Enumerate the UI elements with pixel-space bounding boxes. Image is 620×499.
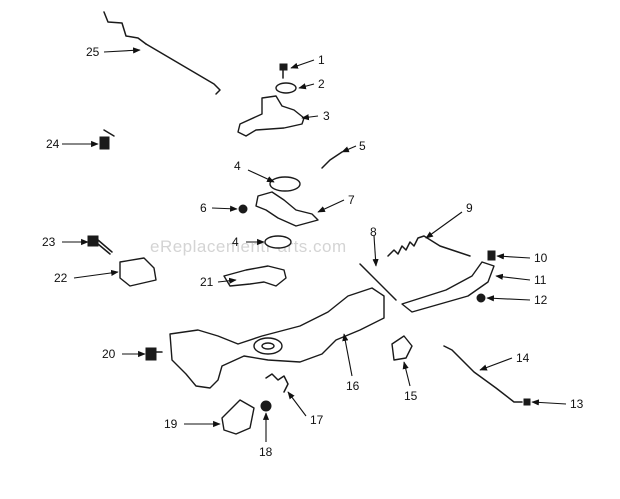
- part-7-lever: [255, 191, 319, 227]
- callout-4-lower: 4: [232, 235, 265, 249]
- svg-text:1: 1: [318, 53, 325, 67]
- svg-text:10: 10: [534, 251, 548, 265]
- svg-text:4: 4: [234, 159, 241, 173]
- callout-11: 11: [495, 273, 547, 287]
- callout-19: 19: [164, 417, 221, 431]
- svg-text:14: 14: [516, 351, 530, 365]
- svg-text:9: 9: [466, 201, 473, 215]
- svg-text:16: 16: [346, 379, 360, 393]
- part-4-washer-upper: [269, 176, 301, 192]
- part-8-rod: [359, 263, 397, 301]
- part-13-screw: [523, 398, 531, 406]
- part-21-lever-plate: [223, 265, 287, 287]
- callout-10: 10: [496, 251, 548, 265]
- callout-1: 1: [290, 53, 325, 69]
- callout-6: 6: [200, 201, 238, 215]
- svg-text:19: 19: [164, 417, 178, 431]
- svg-text:24: 24: [46, 137, 60, 151]
- part-22-clamp: [119, 257, 157, 287]
- callout-8: 8: [370, 225, 379, 267]
- svg-text:20: 20: [102, 347, 116, 361]
- svg-text:21: 21: [200, 275, 214, 289]
- part-2-washer: [275, 82, 297, 94]
- callout-7: 7: [317, 193, 355, 213]
- callout-25: 25: [86, 45, 141, 59]
- svg-text:6: 6: [200, 201, 207, 215]
- callout-13: 13: [531, 397, 584, 411]
- part-5-spring: [321, 151, 343, 169]
- part-10-screw: [487, 250, 496, 261]
- svg-text:17: 17: [310, 413, 324, 427]
- callout-14: 14: [479, 351, 530, 371]
- svg-text:3: 3: [323, 109, 330, 123]
- part-3-bracket: [237, 95, 305, 137]
- svg-text:7: 7: [348, 193, 355, 207]
- svg-text:4: 4: [232, 235, 239, 249]
- svg-text:12: 12: [534, 293, 548, 307]
- svg-text:5: 5: [359, 139, 366, 153]
- callout-12: 12: [486, 293, 548, 307]
- part-20-bolt: [145, 347, 163, 361]
- part-17-spring: [265, 373, 289, 393]
- callout-16: 16: [342, 333, 360, 393]
- svg-text:11: 11: [534, 273, 547, 287]
- svg-text:8: 8: [370, 225, 377, 239]
- part-9-spring: [387, 235, 471, 257]
- part-12-nut: [476, 293, 486, 303]
- callout-22: 22: [54, 269, 119, 285]
- svg-text:2: 2: [318, 77, 325, 91]
- callout-24: 24: [46, 137, 99, 151]
- part-6-nut: [238, 204, 248, 214]
- callout-4-upper: 4: [234, 159, 275, 183]
- svg-text:18: 18: [259, 445, 273, 459]
- callout-5: 5: [341, 139, 366, 153]
- part-15-clip: [391, 335, 413, 361]
- svg-text:22: 22: [54, 271, 68, 285]
- callout-2: 2: [298, 77, 325, 91]
- svg-text:23: 23: [42, 235, 56, 249]
- svg-text:25: 25: [86, 45, 100, 59]
- part-18-nut: [260, 400, 272, 412]
- callout-23: 23: [42, 235, 89, 249]
- watermark-text: eReplacementParts.com: [150, 237, 347, 256]
- callout-17: 17: [287, 391, 324, 427]
- part-4-washer-lower: [264, 235, 292, 249]
- part-23-bolt: [87, 235, 113, 255]
- part-1-screw: [279, 63, 288, 79]
- part-14-rod: [443, 345, 523, 403]
- callouts: 25 1 2 3 24 5 4 7: [42, 45, 584, 459]
- main-bracket-hole: [261, 342, 275, 350]
- callout-21: 21: [200, 275, 237, 289]
- callout-9: 9: [425, 201, 473, 239]
- part-24-bolt: [99, 129, 115, 150]
- svg-text:15: 15: [404, 389, 418, 403]
- callout-18: 18: [259, 412, 273, 459]
- part-25-link-rod: [103, 11, 221, 95]
- callout-20: 20: [102, 347, 146, 361]
- part-19-clamp-block: [221, 399, 255, 435]
- svg-text:13: 13: [570, 397, 584, 411]
- part-11-control-arm: [401, 261, 495, 313]
- callout-15: 15: [402, 361, 418, 403]
- callout-3: 3: [301, 109, 330, 123]
